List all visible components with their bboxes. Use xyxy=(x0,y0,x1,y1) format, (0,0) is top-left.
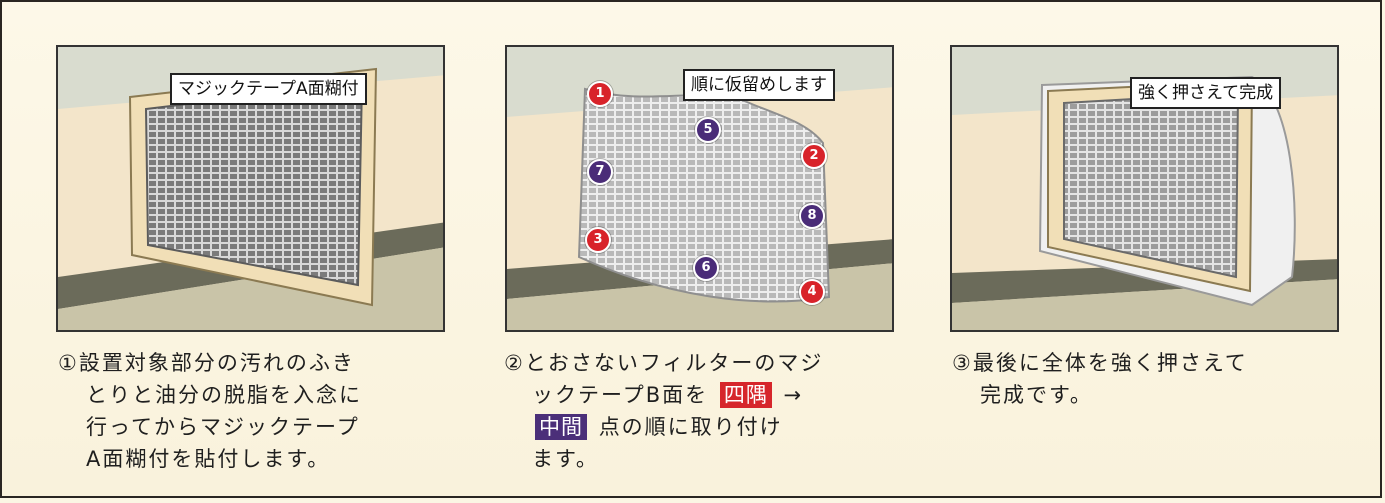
step1-caption-line: とりと油分の脱脂を入念に xyxy=(86,383,362,407)
step1-caption: ①設置対象部分の汚れのふき とりと油分の脱脂を入念に 行ってからマジックテープ … xyxy=(58,347,362,475)
badge-6: 6 xyxy=(693,255,719,281)
badge-1: 1 xyxy=(587,81,613,107)
arrow-icon: → xyxy=(783,383,804,407)
badge-4: 4 xyxy=(799,279,825,305)
step2-caption-text: 点の順に取り付け xyxy=(598,415,783,439)
step2-caption-line: ②とおさないフィルターのマジ xyxy=(504,351,824,375)
step3-caption: ③最後に全体を強く押さえて 完成です。 xyxy=(952,347,1248,411)
step2-caption: ②とおさないフィルターのマジ ックテープB面を 四隅 → 中間 点の順に取り付け… xyxy=(504,347,823,475)
step1-caption-line: A面糊付を貼付します。 xyxy=(86,447,331,471)
badge-7: 7 xyxy=(587,159,613,185)
badge-2: 2 xyxy=(801,143,827,169)
corners-tag: 四隅 xyxy=(719,382,772,408)
step1-caption-line: 行ってからマジックテープ xyxy=(86,415,360,439)
badge-5: 5 xyxy=(695,117,721,143)
step2-illustration: 順に仮留めします 1 2 3 4 5 6 7 8 xyxy=(505,45,894,332)
step3-caption-line: 完成です。 xyxy=(980,383,1093,407)
step3-callout: 強く押さえて完成 xyxy=(1130,77,1282,109)
step1-caption-line: ①設置対象部分の汚れのふき xyxy=(58,351,355,375)
badge-3: 3 xyxy=(585,227,611,253)
step1-illustration: マジックテープA面糊付 xyxy=(56,45,445,332)
middle-tag: 中間 xyxy=(535,414,587,440)
step2-caption-text: ックテープB面を xyxy=(532,383,709,407)
step3-caption-line: ③最後に全体を強く押さえて xyxy=(952,351,1248,375)
step2-caption-line: ます。 xyxy=(532,447,599,471)
step2-callout: 順に仮留めします xyxy=(683,69,835,101)
step1-callout: マジックテープA面糊付 xyxy=(170,73,367,105)
step3-illustration: 強く押さえて完成 xyxy=(950,45,1339,332)
badge-8: 8 xyxy=(799,203,825,229)
